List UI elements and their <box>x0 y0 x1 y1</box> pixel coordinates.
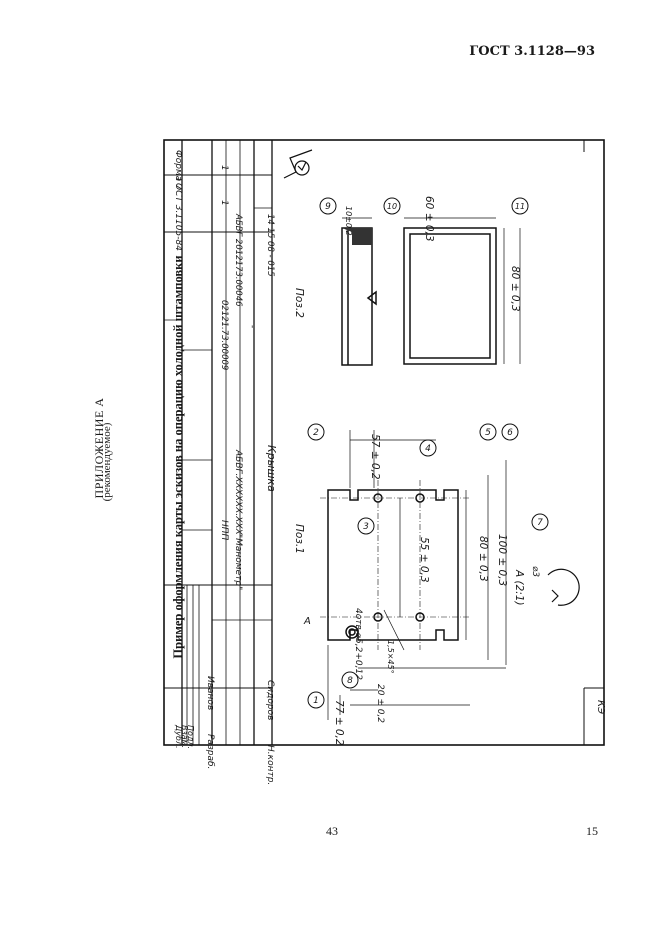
label-nkontr: Н.контр. <box>265 745 275 785</box>
pos1-part <box>327 489 459 641</box>
label-vzam: Взам. <box>180 725 189 748</box>
pos1-title: Поз.1 <box>293 524 305 554</box>
pos2-title: Поз.2 <box>293 288 305 318</box>
dash-value: - <box>247 325 257 328</box>
bubble-10 <box>383 197 401 215</box>
person-nkontr: Сидоров <box>265 680 275 720</box>
pos2-dimension-lines <box>342 217 521 364</box>
bubble-10-label: 10 <box>387 202 397 211</box>
operation-code: 14 15 08 - 015 <box>265 214 275 277</box>
drawing-frame <box>163 139 605 746</box>
bubble-8-label: 8 <box>347 676 353 686</box>
bubble-9-label: 9 <box>325 202 331 212</box>
bubble-7-label: 7 <box>537 518 543 528</box>
position-bubbles <box>307 197 549 709</box>
bubble-8 <box>341 671 359 689</box>
page-number-left: 43 <box>326 824 338 838</box>
label-podl: Подл. <box>186 725 195 749</box>
bubble-5-label: 5 <box>485 428 491 438</box>
number-1: 02121.73.00009 <box>219 300 229 370</box>
dim-80: 80 ± 0,3 <box>477 536 489 582</box>
dim-100: 100 ± 0,3 <box>496 534 508 586</box>
sheet-2: 1 <box>219 165 229 171</box>
detail-a-view <box>547 568 580 606</box>
dim-60: 60 ± 0,3 <box>423 196 435 242</box>
bubble-11 <box>511 197 529 215</box>
standard-reference: ГОСТ 3.1128—93 <box>469 44 595 59</box>
number-2: АБВГ 2012173.00046 <box>233 213 243 307</box>
pos1-centerlines <box>320 480 470 650</box>
gost-ref-label: ГОСТ 3.1105-84 <box>173 178 183 251</box>
bubble-3-label: 3 <box>363 522 369 532</box>
card-type: КЭ <box>595 700 606 714</box>
bubble-7 <box>531 513 549 531</box>
bubble-1-label: 1 <box>313 696 319 706</box>
bubble-1 <box>307 691 325 709</box>
label-dubl: Дубл. <box>174 724 183 749</box>
bubble-3 <box>357 517 375 535</box>
bubble-11-label: 11 <box>515 202 525 211</box>
dim-20: 20 ± 0,2 <box>375 684 385 723</box>
page-number-right: 15 <box>586 824 598 838</box>
bubble-4 <box>419 439 437 457</box>
bubble-2 <box>307 423 325 441</box>
bubble-4-label: 4 <box>425 444 431 454</box>
person-razrab: Иванов <box>205 676 215 710</box>
bubble-5 <box>479 423 497 441</box>
bubble-6-label: 6 <box>507 428 513 438</box>
org-label: НПП <box>219 520 229 541</box>
pos2-dim-80: 80 ± 0,3 <box>509 266 521 312</box>
org-name: "Манометр" <box>233 534 243 590</box>
bubble-9 <box>319 197 337 215</box>
doc-code: АБВГ.ХХХХХХ.ХХХ <box>233 449 243 536</box>
title-block <box>164 140 604 745</box>
dim-57: 57 ± 0,2 <box>369 434 381 480</box>
dim-77: 77 ± 0,2 <box>333 700 345 746</box>
pos2-part <box>341 227 497 366</box>
sheet-1: 1 <box>219 200 229 206</box>
bubble-2-label: 2 <box>313 428 319 438</box>
section-marker: А <box>303 616 311 627</box>
dim-55: 55 ± 0,3 <box>418 537 430 583</box>
detail-label: А (2:1) <box>513 569 525 606</box>
dim-thickness: 10±0,2 <box>344 206 353 236</box>
detail-diameter: ⌀3 <box>530 566 540 577</box>
part-name: Крышка <box>265 445 278 492</box>
pos1-dimension-lines <box>327 430 507 720</box>
label-razrab: Разраб. <box>205 734 215 769</box>
bubble-6 <box>501 423 519 441</box>
holes-spec: 4отв.⌀5,2+0,12 <box>353 608 363 680</box>
chamfer-spec: 1,5×45° <box>386 640 395 674</box>
form-label: Форма 7 <box>173 150 183 190</box>
roughness-symbol <box>283 149 313 179</box>
